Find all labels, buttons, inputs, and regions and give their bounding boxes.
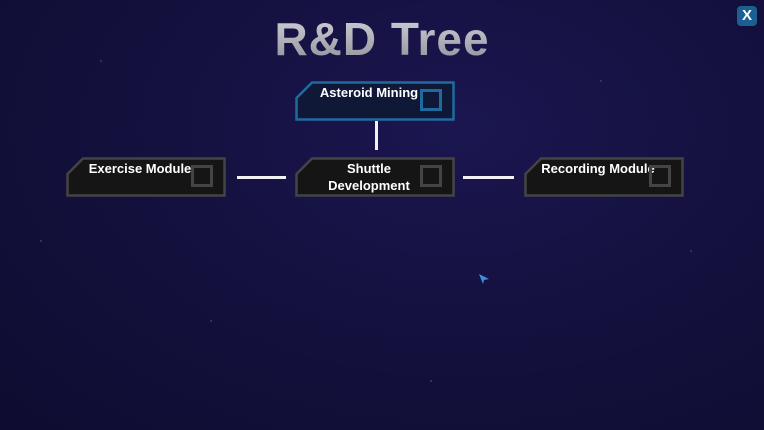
mouse-cursor-icon [478, 272, 490, 290]
node-label: Recording Module [541, 161, 655, 176]
connector-exercise-shuttle [237, 176, 286, 179]
star [100, 60, 102, 62]
close-button[interactable]: X [737, 6, 757, 26]
node-shuttle-development[interactable]: Shuttle Development [295, 157, 455, 197]
node-checkbox[interactable] [420, 165, 442, 187]
node-checkbox[interactable] [191, 165, 213, 187]
page-title: R&D Tree [0, 12, 764, 66]
star [600, 80, 602, 82]
connector-shuttle-recording [463, 176, 514, 179]
node-exercise-module[interactable]: Exercise Module [66, 157, 226, 197]
node-label: Exercise Module [88, 161, 192, 176]
node-checkbox[interactable] [420, 89, 442, 111]
node-recording-module[interactable]: Recording Module [524, 157, 684, 197]
connector-asteroid-shuttle [375, 121, 378, 150]
close-icon: X [741, 7, 752, 24]
node-label: Shuttle Development [328, 161, 410, 193]
star [430, 380, 432, 382]
node-asteroid-mining[interactable]: Asteroid Mining [295, 81, 455, 121]
star [210, 320, 212, 322]
star [690, 250, 692, 252]
star [40, 240, 42, 242]
node-label: Asteroid Mining [319, 85, 419, 100]
node-checkbox[interactable] [649, 165, 671, 187]
